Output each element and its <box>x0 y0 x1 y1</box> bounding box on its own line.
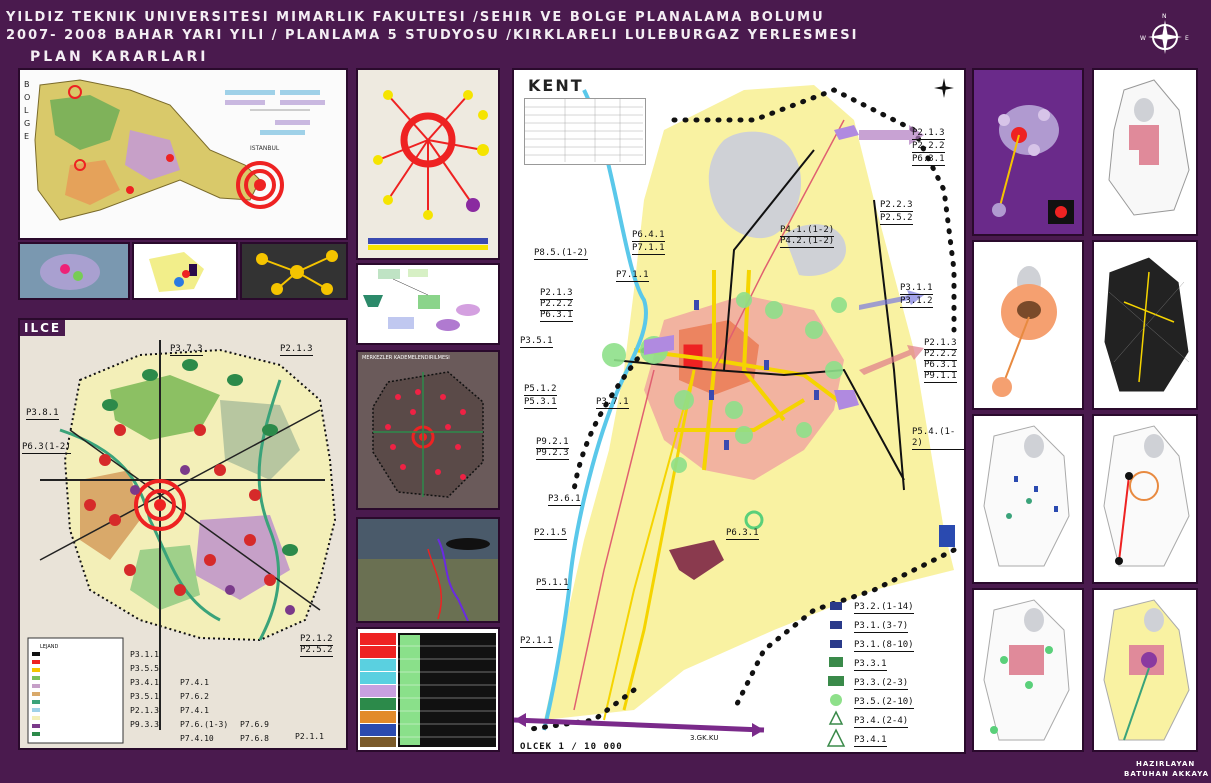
kent-code-rb-2: P6.3.1 <box>924 360 957 372</box>
thumb-r4c1 <box>972 588 1084 752</box>
kent-code-ld-1: P9.2.3 <box>536 448 569 460</box>
kent-code-ml-1: P5.3.1 <box>524 397 557 409</box>
ilce-legend-code-4: P2.1.3 <box>130 706 159 715</box>
thumb-r1c2 <box>1092 68 1198 236</box>
compass-w: W <box>1140 35 1146 42</box>
kent-code-lf: P2.1.5 <box>534 528 567 540</box>
panel-flowchart <box>356 263 500 345</box>
kent-title: KENT <box>528 76 584 95</box>
kent-code-water-0: P2.2.3 <box>880 200 913 212</box>
ilce-code-right-2: P2.5.2 <box>300 645 333 657</box>
kent-code-rb-3: P9.1.1 <box>924 371 957 383</box>
kent-code-rb-0: P2.1.3 <box>924 338 957 350</box>
kent-code-ml-0: P5.1.2 <box>524 384 557 396</box>
kent-legend-2: P3.1.(8-10) <box>854 640 914 652</box>
kent-code-mu-1: P4.2.(1-2) <box>780 236 835 248</box>
ilce-legend-code-5: P9.3.3 <box>130 720 159 729</box>
panel-ilce: LEJAND ILCE P3.8.1 P6.3(1-2) P3.7.3 P2.1… <box>18 318 348 750</box>
ilce-legend-code-1: P3.5.5 <box>130 664 159 673</box>
kent-compass-icon <box>932 76 956 104</box>
panel-table <box>356 627 500 752</box>
kent-legend-icons <box>826 600 846 752</box>
kent-code-left-b-2: P6.3.1 <box>540 310 573 322</box>
kent-code-left-a: P8.5.(1-2) <box>534 248 589 260</box>
panel-bolge: ISTANBUL B O L G E <box>18 68 348 240</box>
ilce-legend-code-7: P7.6.2 <box>180 692 209 701</box>
ilce-code-left-1: P3.8.1 <box>26 408 59 420</box>
kent-code-tr-2: P6.3.1 <box>912 154 945 166</box>
kent-legend-4: P3.3.(2-3) <box>854 678 909 690</box>
kent-code-crescent: P7.1.1 <box>616 270 649 282</box>
kent-legend-3: P3.3.1 <box>854 659 887 671</box>
thumb-r1c1 <box>972 68 1084 236</box>
ilce-legend-code-6: P7.4.1 <box>180 678 209 687</box>
kent-legend-7: P3.4.1 <box>854 735 887 747</box>
kent-code-rc: P5.4.(1-2) <box>912 427 964 450</box>
thumb-bolge-3 <box>240 242 348 300</box>
ilce-code-top-2: P2.1.3 <box>280 344 313 356</box>
kent-code-ra-1: P3.1.2 <box>900 296 933 308</box>
credit-label: HAZIRLAYAN <box>1136 760 1196 768</box>
kent-code-lh: P2.1.1 <box>520 636 553 648</box>
kent-code-tr-1: P2.2.2 <box>912 141 945 153</box>
ilce-legend-code-2: P3.4.1 <box>130 678 159 687</box>
ilce-legend-code-11: P7.6.9 <box>240 720 269 729</box>
compass-n: N <box>1162 13 1167 20</box>
kent-code-left-b-1: P2.2.2 <box>540 299 573 311</box>
ilce-title: ILCE <box>20 320 66 336</box>
kent-code-ul-1: P7.1.1 <box>632 243 665 255</box>
bolge-city: ISTANBUL <box>250 145 280 152</box>
thumb-bolge-1 <box>18 242 130 300</box>
kent-code-ul-0: P6.4.1 <box>632 230 665 242</box>
kent-code-recycle: P6.3.1 <box>726 528 759 540</box>
compass-e: E <box>1185 35 1189 42</box>
header-title-line1: YILDIZ TEKNIK UNIVERSITESI MIMARLIK FAKU… <box>6 10 825 25</box>
ilce-code-top-1: P3.7.3 <box>170 344 203 356</box>
ilce-legend-code-3: P3.5.1 <box>130 692 159 701</box>
kent-stats-table <box>524 98 646 165</box>
kent-code-ml-b: P3.7.1 <box>596 397 629 409</box>
kent-code-lg: P5.1.1 <box>536 578 569 590</box>
panel-kent: KENT OLCEK 1 / 10 000 3.GK.KU P2.1.3 P2.… <box>512 68 966 754</box>
kent-legend-1: P3.1.(3-7) <box>854 621 909 633</box>
panel-merkezler: MERKEZLER KADEMELENDIRILMESI <box>356 350 500 510</box>
thumb-r2c2 <box>1092 240 1198 410</box>
kent-code-rb-1: P2.2.2 <box>924 349 957 361</box>
kent-legend-0: P3.2.(1-14) <box>854 602 914 614</box>
kent-scale: OLCEK 1 / 10 000 <box>520 742 623 752</box>
ilce-legend-code-12: P7.6.8 <box>240 734 269 743</box>
kent-legend-5: P3.5.(2-10) <box>854 697 914 709</box>
ilce-legend-code-8: P7.4.1 <box>180 706 209 715</box>
kent-code-left-c: P3.5.1 <box>520 336 553 348</box>
panel-aerial <box>356 517 500 623</box>
ilce-code-right-1: P2.1.2 <box>300 634 333 646</box>
kent-code-water-1: P2.5.2 <box>880 213 913 225</box>
kent-code-ra-0: P3.1.1 <box>900 283 933 295</box>
merkezler-title: MERKEZLER KADEMELENDIRILMESI <box>362 355 450 361</box>
kent-code-le: P3.6.1 <box>548 494 581 506</box>
thumb-r3c2 <box>1092 414 1198 584</box>
thumb-r3c1 <box>972 414 1084 584</box>
kent-code-tr-0: P2.1.3 <box>912 128 945 140</box>
header-title-line2: 2007- 2008 BAHAR YARI YILI / PLANLAMA 5 … <box>6 28 859 43</box>
credit-name: BATUHAN AKKAYA <box>1124 770 1210 778</box>
ilce-legend-code-0: P3.1.1 <box>130 650 159 659</box>
ilce-code-left-2: P6.3(1-2) <box>22 442 71 454</box>
ilce-legend-code-9: P7.6.(1-3) <box>180 720 229 729</box>
ilce-legend-title: LEJAND <box>40 644 58 650</box>
kent-code-mu-0: P4.1.(1-2) <box>780 225 835 237</box>
ilce-legend-code-13: P2.1.1 <box>295 732 324 741</box>
panel-centers-diagram <box>356 68 500 260</box>
bolge-side-label: B O L G E <box>24 80 32 141</box>
thumb-r4c2 <box>1092 588 1198 752</box>
thumb-bolge-2 <box>132 242 238 300</box>
thumb-r2c1 <box>972 240 1084 410</box>
ilce-legend-code-10: P7.4.10 <box>180 734 214 743</box>
header-plan-kararlari: PLAN KARARLARI <box>30 49 209 65</box>
kent-code-left-b-0: P2.1.3 <box>540 288 573 300</box>
kent-legend-6: P3.4.(2-4) <box>854 716 909 728</box>
kent-distance: 3.GK.KU <box>690 734 719 742</box>
kent-code-ld-0: P9.2.1 <box>536 437 569 449</box>
compass-icon: N W E <box>1140 10 1190 60</box>
